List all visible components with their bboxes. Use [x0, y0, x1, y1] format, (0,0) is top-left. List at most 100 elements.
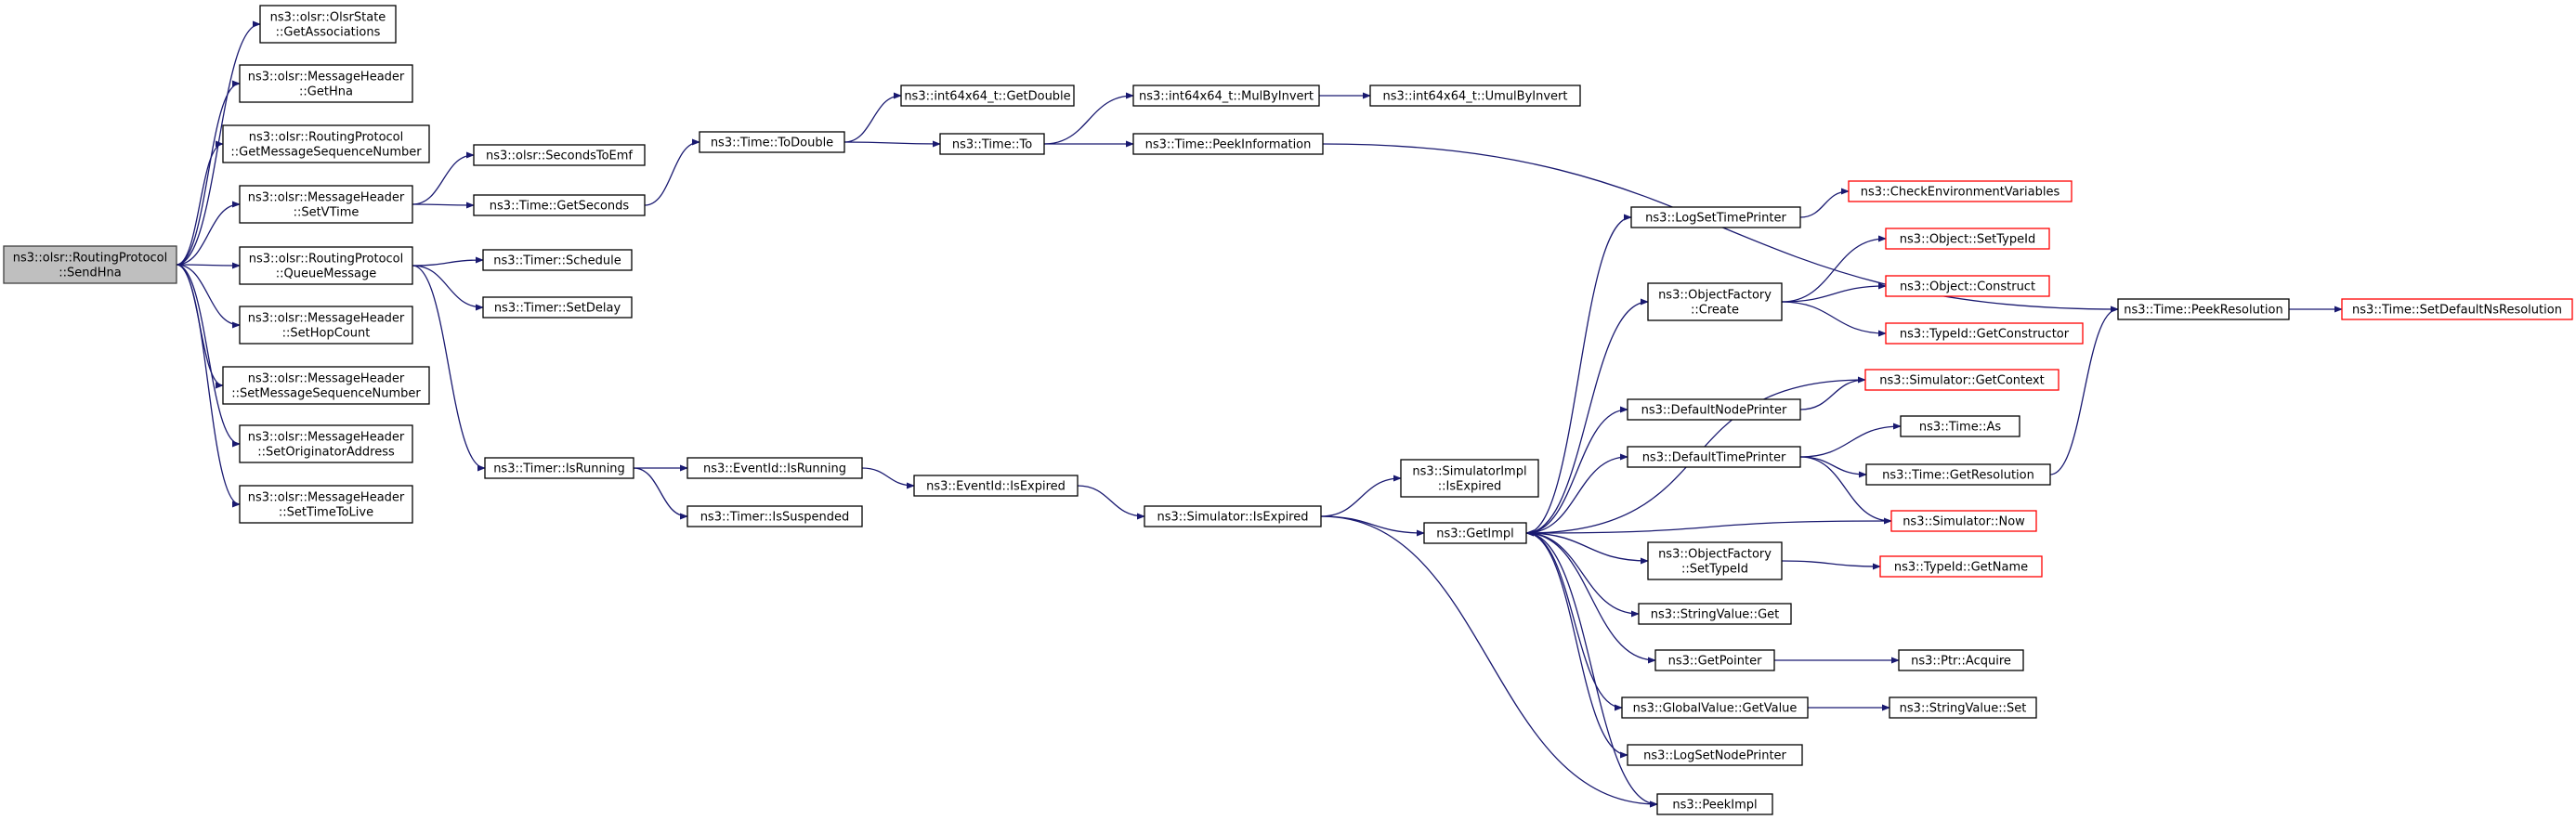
- graph-node[interactable]: ns3::Time::SetDefaultNsResolution: [2341, 298, 2573, 320]
- node-box[interactable]: [473, 194, 646, 216]
- node-box[interactable]: [1885, 228, 2050, 250]
- graph-node[interactable]: ns3::Object::SetTypeId: [1885, 228, 2050, 250]
- graph-node[interactable]: ns3::GetImpl: [1423, 522, 1527, 544]
- node-box[interactable]: [1898, 649, 2024, 671]
- node-box[interactable]: [473, 144, 646, 166]
- graph-node[interactable]: ns3::DefaultTimePrinter: [1627, 446, 1801, 468]
- node-box[interactable]: [222, 124, 430, 163]
- graph-node[interactable]: ns3::StringValue::Get: [1638, 603, 1792, 625]
- graph-node[interactable]: ns3::Timer::Schedule: [482, 249, 633, 271]
- node-box[interactable]: [1627, 398, 1801, 421]
- graph-node[interactable]: ns3::GlobalValue::GetValue: [1621, 696, 1809, 719]
- graph-node[interactable]: ns3::Ptr::Acquire: [1898, 649, 2024, 671]
- graph-node[interactable]: ns3::Timer::IsSuspended: [686, 505, 863, 527]
- node-box[interactable]: [222, 366, 430, 405]
- graph-node[interactable]: ns3::int64x64_t::MulByInvert: [1132, 85, 1320, 107]
- graph-node[interactable]: ns3::StringValue::Set: [1889, 696, 2037, 719]
- node-box[interactable]: [1630, 206, 1801, 228]
- node-box[interactable]: [913, 475, 1079, 497]
- node-box[interactable]: [1638, 603, 1792, 625]
- graph-node[interactable]: ns3::Time::As: [1900, 415, 2020, 437]
- node-box[interactable]: [1647, 541, 1783, 580]
- graph-node[interactable]: ns3::DefaultNodePrinter: [1627, 398, 1801, 421]
- graph-node[interactable]: ns3::EventId::IsExpired: [913, 475, 1079, 497]
- graph-node[interactable]: ns3::EventId::IsRunning: [686, 457, 863, 479]
- node-box[interactable]: [686, 457, 863, 479]
- node-box[interactable]: [1423, 522, 1527, 544]
- node-box[interactable]: [1889, 696, 2037, 719]
- node-box[interactable]: [1400, 459, 1539, 498]
- graph-node[interactable]: ns3::PeekImpl: [1656, 793, 1773, 815]
- node-box[interactable]: [1885, 275, 2050, 297]
- graph-node[interactable]: ns3::Time::ToDouble: [699, 131, 845, 153]
- graph-node[interactable]: ns3::olsr::MessageHeader::SetMessageSequ…: [222, 366, 430, 405]
- graph-node[interactable]: ns3::ObjectFactory::SetTypeId: [1647, 541, 1783, 580]
- graph-node[interactable]: ns3::GetPointer: [1654, 649, 1775, 671]
- node-box[interactable]: [239, 485, 413, 524]
- node-box[interactable]: [2341, 298, 2573, 320]
- node-box[interactable]: [1647, 282, 1783, 321]
- graph-node[interactable]: ns3::ObjectFactory::Create: [1647, 282, 1783, 321]
- node-box[interactable]: [239, 306, 413, 345]
- node-box[interactable]: [1627, 446, 1801, 468]
- node-box[interactable]: [1132, 133, 1324, 155]
- graph-node[interactable]: ns3::olsr::MessageHeader::SetOriginatorA…: [239, 424, 413, 463]
- graph-node[interactable]: ns3::Time::PeekInformation: [1132, 133, 1324, 155]
- graph-node[interactable]: ns3::olsr::MessageHeader::SetVTime: [239, 185, 413, 224]
- graph-node[interactable]: ns3::olsr::MessageHeader::SetTimeToLive: [239, 485, 413, 524]
- node-box[interactable]: [1864, 369, 2059, 391]
- graph-node[interactable]: ns3::olsr::OlsrState::GetAssociations: [259, 5, 397, 44]
- node-box[interactable]: [1627, 744, 1803, 766]
- node-box[interactable]: [484, 457, 634, 479]
- graph-node[interactable]: ns3::Time::PeekResolution: [2117, 298, 2290, 320]
- node-box[interactable]: [1656, 793, 1773, 815]
- node-box[interactable]: [1900, 415, 2020, 437]
- graph-node[interactable]: ns3::int64x64_t::UmulByInvert: [1369, 85, 1581, 107]
- graph-node[interactable]: ns3::CheckEnvironmentVariables: [1848, 180, 2073, 202]
- node-box[interactable]: [1132, 85, 1320, 107]
- node-box[interactable]: [259, 5, 397, 44]
- graph-node[interactable]: ns3::Timer::IsRunning: [484, 457, 634, 479]
- node-box[interactable]: [3, 245, 177, 284]
- node-box[interactable]: [1865, 463, 2051, 486]
- graph-node[interactable]: ns3::Time::GetSeconds: [473, 194, 646, 216]
- graph-node[interactable]: ns3::olsr::MessageHeader::SetHopCount: [239, 306, 413, 345]
- graph-node[interactable]: ns3::Object::Construct: [1885, 275, 2050, 297]
- node-box[interactable]: [239, 246, 413, 285]
- node-box[interactable]: [1144, 505, 1322, 527]
- node-box[interactable]: [1890, 510, 2037, 532]
- graph-node[interactable]: ns3::Simulator::IsExpired: [1144, 505, 1322, 527]
- graph-node[interactable]: ns3::Timer::SetDelay: [482, 296, 633, 319]
- node-box[interactable]: [1879, 555, 2043, 578]
- graph-node[interactable]: ns3::TypeId::GetConstructor: [1885, 322, 2084, 345]
- node-box[interactable]: [482, 296, 633, 319]
- graph-node[interactable]: ns3::SimulatorImpl::IsExpired: [1400, 459, 1539, 498]
- node-box[interactable]: [939, 133, 1045, 155]
- graph-node[interactable]: ns3::Simulator::Now: [1890, 510, 2037, 532]
- graph-node[interactable]: ns3::Time::GetResolution: [1865, 463, 2051, 486]
- node-box[interactable]: [1621, 696, 1809, 719]
- graph-node[interactable]: ns3::int64x64_t::GetDouble: [900, 85, 1075, 107]
- graph-node[interactable]: ns3::olsr::MessageHeader::GetHna: [239, 64, 413, 103]
- node-box[interactable]: [699, 131, 845, 153]
- graph-node[interactable]: ns3::olsr::SecondsToEmf: [473, 144, 646, 166]
- graph-node[interactable]: ns3::TypeId::GetName: [1879, 555, 2043, 578]
- node-box[interactable]: [239, 424, 413, 463]
- node-box[interactable]: [900, 85, 1075, 107]
- node-box[interactable]: [1848, 180, 2073, 202]
- graph-node[interactable]: ns3::LogSetNodePrinter: [1627, 744, 1803, 766]
- node-box[interactable]: [239, 64, 413, 103]
- graph-node[interactable]: ns3::olsr::RoutingProtocol::QueueMessage: [239, 246, 413, 285]
- graph-node[interactable]: ns3::olsr::RoutingProtocol::GetMessageSe…: [222, 124, 430, 163]
- graph-node[interactable]: ns3::olsr::RoutingProtocol::SendHna: [3, 245, 177, 284]
- graph-node[interactable]: ns3::LogSetTimePrinter: [1630, 206, 1801, 228]
- graph-node[interactable]: ns3::Simulator::GetContext: [1864, 369, 2059, 391]
- graph-node[interactable]: ns3::Time::To: [939, 133, 1045, 155]
- node-box[interactable]: [1654, 649, 1775, 671]
- node-box[interactable]: [482, 249, 633, 271]
- node-box[interactable]: [1369, 85, 1581, 107]
- node-box[interactable]: [686, 505, 863, 527]
- node-box[interactable]: [2117, 298, 2290, 320]
- node-box[interactable]: [1885, 322, 2084, 345]
- node-box[interactable]: [239, 185, 413, 224]
